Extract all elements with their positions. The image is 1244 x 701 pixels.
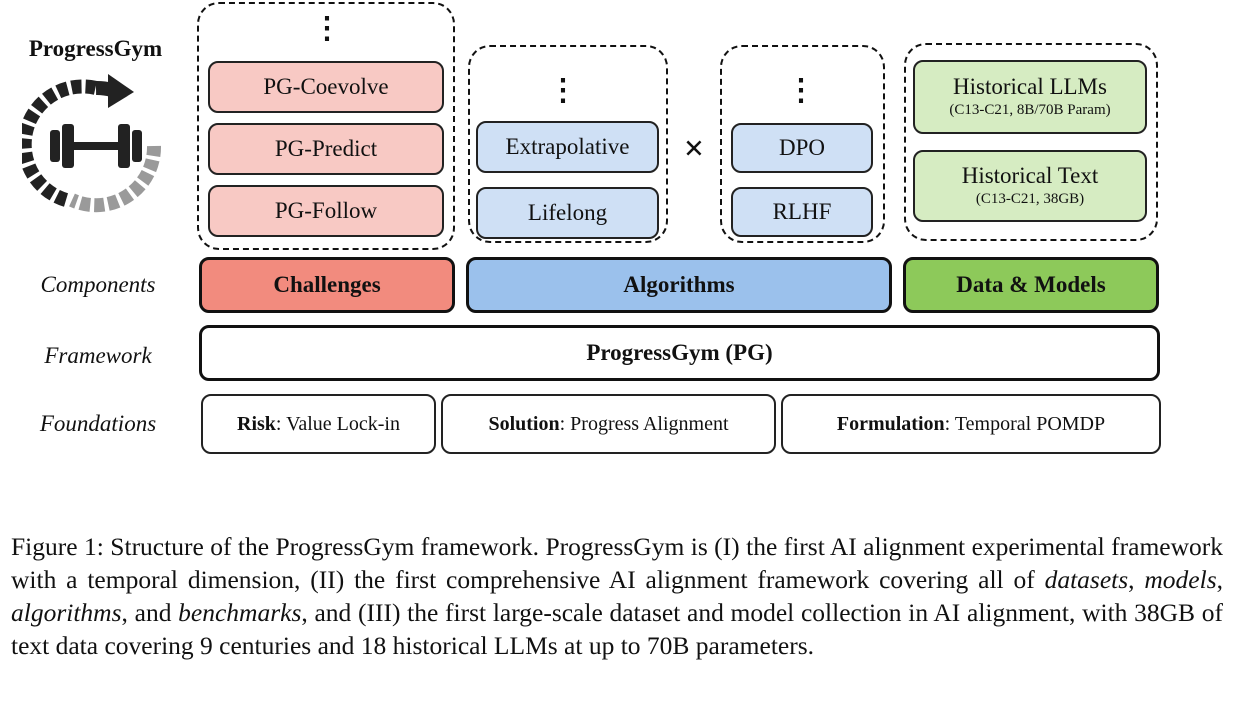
- method-rlhf[interactable]: RLHF: [731, 187, 873, 237]
- component-data-models[interactable]: Data & Models: [903, 257, 1159, 313]
- foundation-risk[interactable]: Risk: Value Lock-in: [201, 394, 436, 454]
- challenge-pg-follow[interactable]: PG-Follow: [208, 185, 444, 237]
- challenge-pg-coevolve[interactable]: PG-Coevolve: [208, 61, 444, 113]
- algorithms-group: [468, 45, 668, 243]
- foundation-solution-key: Solution: [488, 412, 560, 435]
- algorithms-ellipsis: ⋮: [548, 74, 578, 107]
- row-label-foundations: Foundations: [39, 411, 157, 436]
- foundation-formulation-key: Formulation: [836, 412, 945, 435]
- dumbbell-logo-icon: [22, 74, 162, 213]
- row-label-framework: Framework: [44, 343, 152, 368]
- logo-title: ProgressGym: [28, 36, 163, 61]
- method-dpo[interactable]: DPO: [731, 123, 873, 173]
- caption-algorithms: algorithms: [11, 598, 122, 627]
- foundation-risk-key: Risk: [237, 412, 276, 435]
- multiply-icon: ×: [683, 128, 705, 168]
- caption-benchmarks: benchmarks: [178, 598, 302, 627]
- foundation-formulation-value: : Temporal POMDP: [944, 412, 1106, 435]
- caption-sep-2: ,: [1216, 565, 1223, 594]
- algorithm-lifelong[interactable]: Lifelong: [476, 187, 659, 239]
- challenges-group: [197, 2, 455, 250]
- algorithm-extrapolative[interactable]: Extrapolative: [476, 121, 659, 173]
- component-algorithms[interactable]: Algorithms: [466, 257, 892, 313]
- caption-text-2: , and (III) the first large-scale datase…: [11, 598, 1223, 660]
- historical-text-label: Historical Text: [961, 163, 1099, 189]
- caption-sep-1: ,: [1128, 565, 1145, 594]
- methods-group: [720, 45, 885, 243]
- challenges-ellipsis: ⋮: [312, 12, 342, 45]
- historical-llms-card[interactable]: Historical LLMs (C13-C21, 8B/70B Param): [913, 60, 1147, 134]
- caption-datasets: datasets: [1044, 565, 1129, 594]
- caption-models: models: [1144, 565, 1217, 594]
- row-label-components: Components: [40, 272, 156, 297]
- data-models-group: [904, 43, 1158, 241]
- historical-text-card[interactable]: Historical Text (C13-C21, 38GB): [913, 150, 1147, 222]
- component-challenges[interactable]: Challenges: [199, 257, 455, 313]
- historical-text-sub: (C13-C21, 38GB): [975, 191, 1085, 208]
- caption-sep-3: , and: [121, 598, 179, 627]
- foundation-formulation[interactable]: Formulation: Temporal POMDP: [781, 394, 1161, 454]
- challenge-pg-predict[interactable]: PG-Predict: [208, 123, 444, 175]
- foundation-solution-value: : Progress Alignment: [559, 412, 729, 435]
- historical-llms-label: Historical LLMs: [953, 74, 1107, 100]
- figure-caption: Figure 1: Structure of the ProgressGym f…: [11, 530, 1223, 662]
- foundation-solution[interactable]: Solution: Progress Alignment: [441, 394, 776, 454]
- caption-text-1: Figure 1: Structure of the ProgressGym f…: [11, 532, 1223, 594]
- framework-bar[interactable]: ProgressGym (PG): [199, 325, 1160, 381]
- historical-llms-sub: (C13-C21, 8B/70B Param): [949, 102, 1111, 119]
- methods-ellipsis: ⋮: [786, 74, 816, 107]
- foundation-risk-value: : Value Lock-in: [275, 412, 400, 435]
